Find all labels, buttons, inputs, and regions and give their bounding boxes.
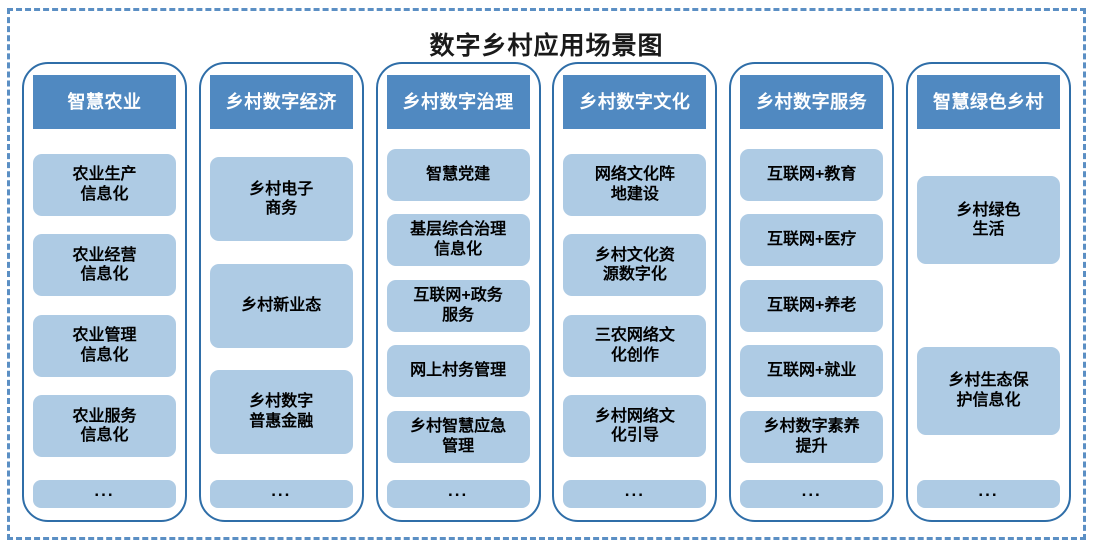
category-item[interactable]: 乡村新业态	[209, 263, 353, 348]
category-item[interactable]: 乡村电子商务	[209, 157, 353, 242]
category-item[interactable]: 互联网+就业	[740, 345, 884, 397]
category-column[interactable]: 乡村数字治理智慧党建基层综合治理信息化互联网+政务服务网上村务管理乡村智慧应急管…	[375, 62, 541, 522]
category-header[interactable]: 乡村数字服务	[740, 75, 884, 129]
outer-dashed-frame	[7, 8, 1086, 540]
category-item-list: 智慧党建基层综合治理信息化互联网+政务服务网上村务管理乡村智慧应急管理	[386, 129, 530, 476]
category-item-list: 网络文化阵地建设乡村文化资源数字化三农网络文化创作乡村网络文化引导	[563, 129, 707, 476]
category-item[interactable]: 乡村网络文化引导	[563, 395, 707, 458]
category-column[interactable]: 智慧农业农业生产信息化农业经营信息化农业管理信息化农业服务信息化...	[22, 62, 187, 522]
category-item[interactable]: 基层综合治理信息化	[386, 214, 530, 266]
columns-container: 智慧农业农业生产信息化农业经营信息化农业管理信息化农业服务信息化...乡村数字经…	[22, 62, 1071, 522]
category-column[interactable]: 乡村数字文化网络文化阵地建设乡村文化资源数字化三农网络文化创作乡村网络文化引导.…	[552, 62, 718, 522]
category-item[interactable]: 智慧党建	[386, 148, 530, 201]
category-more-ellipsis[interactable]: ...	[563, 480, 707, 508]
category-more-ellipsis[interactable]: ...	[916, 480, 1060, 508]
category-item[interactable]: 网络文化阵地建设	[563, 153, 707, 216]
category-item[interactable]: 农业服务信息化	[33, 395, 176, 458]
category-header[interactable]: 乡村数字文化	[563, 75, 707, 129]
category-item-list: 互联网+教育互联网+医疗互联网+养老互联网+就业乡村数字素养提升	[740, 129, 884, 476]
category-header[interactable]: 乡村数字治理	[386, 75, 530, 129]
category-item[interactable]: 乡村数字普惠金融	[209, 369, 353, 454]
category-more-ellipsis[interactable]: ...	[209, 480, 353, 508]
category-item[interactable]: 乡村数字素养提升	[740, 410, 884, 463]
category-item[interactable]: 乡村智慧应急管理	[386, 410, 530, 463]
category-header[interactable]: 乡村数字经济	[209, 75, 353, 129]
category-more-ellipsis[interactable]: ...	[386, 480, 530, 508]
category-item-list: 乡村电子商务乡村新业态乡村数字普惠金融	[209, 129, 353, 476]
category-item[interactable]: 互联网+教育	[740, 148, 884, 201]
category-item[interactable]: 乡村生态保护信息化	[916, 346, 1060, 435]
category-item[interactable]: 乡村文化资源数字化	[563, 234, 707, 297]
category-item[interactable]: 互联网+养老	[740, 279, 884, 332]
category-item-list: 农业生产信息化农业经营信息化农业管理信息化农业服务信息化	[33, 129, 176, 476]
category-item[interactable]: 三农网络文化创作	[563, 314, 707, 377]
category-column[interactable]: 乡村数字经济乡村电子商务乡村新业态乡村数字普惠金融...	[198, 62, 364, 522]
category-item-list: 乡村绿色生活乡村生态保护信息化	[916, 129, 1060, 476]
category-item[interactable]: 农业生产信息化	[33, 153, 176, 216]
category-header[interactable]: 智慧绿色乡村	[916, 75, 1060, 129]
page-title: 数字乡村应用场景图	[429, 32, 664, 60]
category-item[interactable]: 互联网+政务服务	[386, 279, 530, 332]
category-header[interactable]: 智慧农业	[33, 75, 176, 129]
category-more-ellipsis[interactable]: ...	[33, 480, 176, 508]
category-item[interactable]: 网上村务管理	[386, 345, 530, 397]
category-column[interactable]: 智慧绿色乡村乡村绿色生活乡村生态保护信息化...	[905, 62, 1071, 522]
category-more-ellipsis[interactable]: ...	[740, 480, 884, 508]
category-item[interactable]: 农业经营信息化	[33, 234, 176, 297]
category-item[interactable]: 农业管理信息化	[33, 314, 176, 377]
category-column[interactable]: 乡村数字服务互联网+教育互联网+医疗互联网+养老互联网+就业乡村数字素养提升..…	[729, 62, 895, 522]
category-item[interactable]: 乡村绿色生活	[916, 176, 1060, 265]
category-item[interactable]: 互联网+医疗	[740, 214, 884, 266]
